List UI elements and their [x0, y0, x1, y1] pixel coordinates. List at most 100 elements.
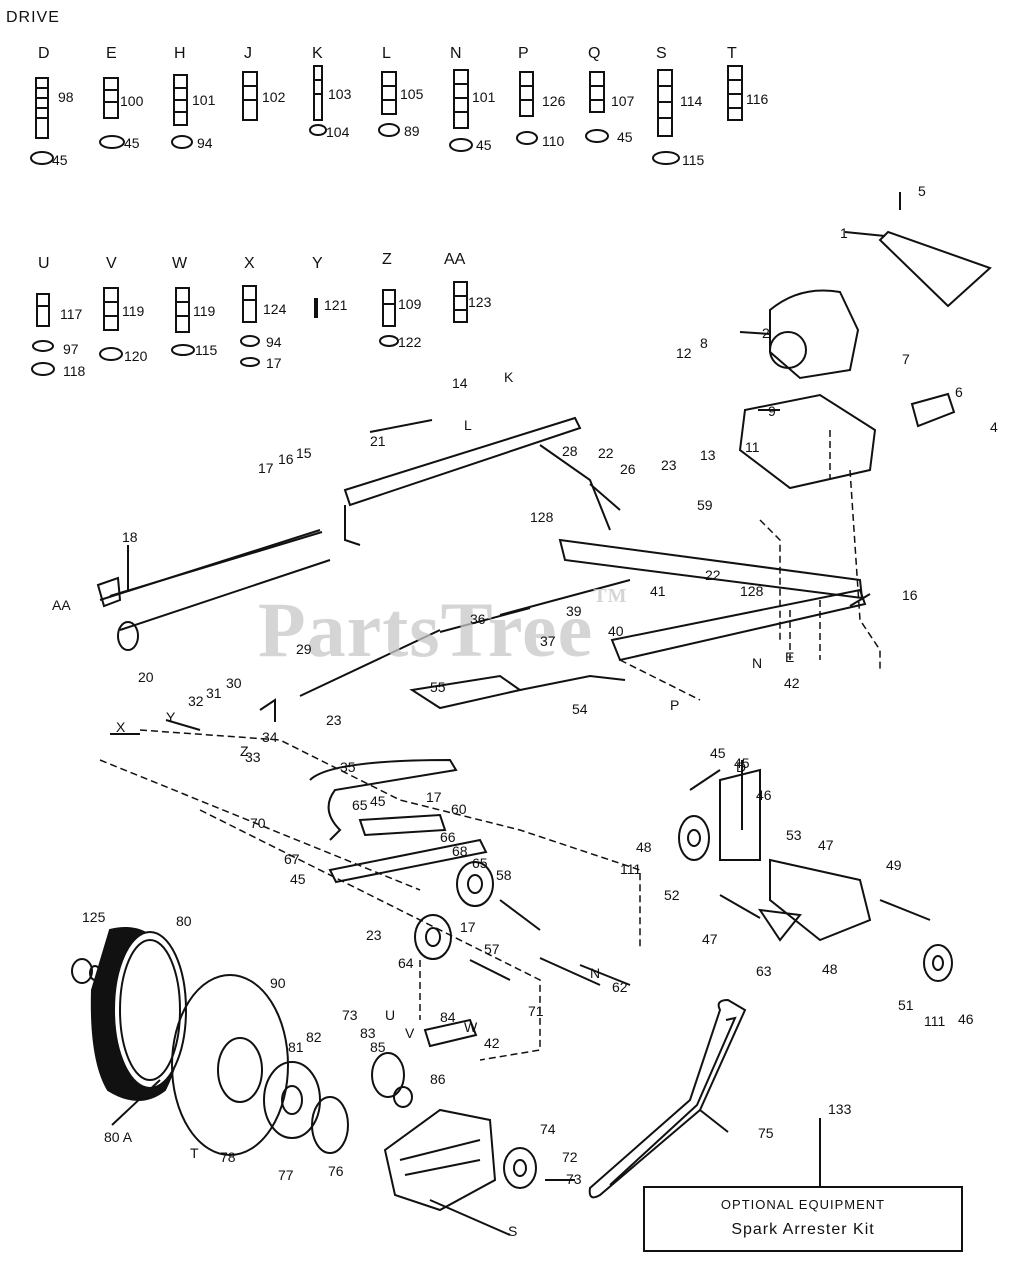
- hardware-key: K: [312, 45, 323, 62]
- callout: 68: [452, 843, 468, 859]
- callout: K: [504, 369, 514, 385]
- callout: 78: [220, 1149, 236, 1165]
- callout: 52: [664, 887, 680, 903]
- part-number: 115: [682, 152, 705, 168]
- callout: 39: [566, 603, 582, 619]
- bolt-icon: [99, 287, 123, 361]
- callout: 41: [650, 583, 666, 599]
- part-number: 45: [617, 129, 633, 145]
- callout: 21: [370, 433, 386, 449]
- part-number: 104: [326, 124, 350, 140]
- hardware-key: N: [450, 45, 462, 62]
- callout: 45: [710, 745, 726, 761]
- bolt-icon: [240, 285, 260, 367]
- hardware-key: Z: [382, 251, 392, 268]
- part-number: 114: [680, 93, 703, 109]
- callout: 1: [840, 225, 848, 241]
- bolt-icon: [727, 65, 743, 121]
- diagram-title: DRIVE: [6, 9, 60, 26]
- callout: 46: [958, 1011, 974, 1027]
- callout: 51: [898, 997, 914, 1013]
- callout: 5: [918, 183, 926, 199]
- callout: 8: [700, 335, 708, 351]
- rim-icon: [171, 974, 289, 1156]
- watermark: PartsTreeTM: [258, 585, 628, 673]
- part-number: 122: [398, 334, 422, 350]
- callout: 76: [328, 1163, 344, 1179]
- part-number: 126: [542, 93, 566, 109]
- part-number: 107: [611, 93, 635, 109]
- callout: 32: [188, 693, 204, 709]
- part-number: 17: [266, 355, 282, 371]
- bolt-icon: [453, 281, 468, 323]
- callout: 75: [758, 1125, 774, 1141]
- callout: W: [464, 1019, 478, 1035]
- part-number: 124: [263, 301, 287, 317]
- callout: 37: [540, 633, 556, 649]
- callout: 48: [822, 961, 838, 977]
- hardware-key: AA: [444, 251, 466, 268]
- callout: 15: [296, 445, 312, 461]
- hardware-key: U: [38, 255, 50, 272]
- callout: V: [405, 1025, 415, 1041]
- callout: 55: [430, 679, 446, 695]
- bolt-icon: [99, 77, 125, 149]
- callout: N: [590, 965, 601, 981]
- part-number: 123: [468, 294, 492, 310]
- part-number: 115: [195, 342, 218, 358]
- callout: 111: [620, 861, 642, 877]
- callout: 26: [620, 461, 636, 477]
- part-number: 119: [122, 303, 145, 319]
- bolt-icon: [30, 77, 54, 165]
- callout: 22: [598, 445, 614, 461]
- hardware-key: P: [518, 45, 529, 62]
- hardware-key: H: [174, 45, 186, 62]
- callout: 12: [676, 345, 692, 361]
- part-number: 101: [192, 92, 216, 108]
- callout: 35: [340, 759, 356, 775]
- callout: 64: [398, 955, 414, 971]
- callout: 81: [288, 1039, 304, 1055]
- part-number: 118: [63, 363, 86, 379]
- part-number: 45: [476, 137, 492, 153]
- callout: 90: [270, 975, 286, 991]
- hardware-key: L: [382, 45, 391, 62]
- callout: 128: [740, 583, 764, 599]
- part-number: 121: [324, 297, 348, 313]
- callout: 63: [756, 963, 772, 979]
- bolt-icon: [309, 65, 327, 136]
- part-number: 100: [120, 93, 144, 109]
- callout: 49: [886, 857, 902, 873]
- callout: 42: [484, 1035, 500, 1051]
- callout: AA: [52, 597, 71, 613]
- part-number: 45: [124, 135, 140, 151]
- tire-icon: [90, 927, 187, 1101]
- callout: 36: [470, 611, 486, 627]
- bolt-icon: [449, 69, 473, 152]
- callout: 33: [245, 749, 261, 765]
- callout: 47: [818, 837, 834, 853]
- callout: 40: [608, 623, 624, 639]
- callout: 72: [562, 1149, 578, 1165]
- part-number: 103: [328, 86, 352, 102]
- pulley-icon: [414, 914, 452, 960]
- part-number: 120: [124, 348, 148, 364]
- part-number: 94: [266, 334, 282, 350]
- callout: 31: [206, 685, 222, 701]
- callout: 65: [352, 797, 368, 813]
- callout: D: [736, 759, 747, 775]
- part-number: 97: [63, 341, 79, 357]
- hardware-key: S: [656, 45, 667, 62]
- part-number: 45: [52, 152, 68, 168]
- callout: 18: [122, 529, 138, 545]
- callout: 73: [342, 1007, 358, 1023]
- bolt-icon: [31, 293, 55, 376]
- callout: 17: [426, 789, 442, 805]
- hardware-key: J: [244, 45, 252, 62]
- callout: 6: [955, 384, 963, 400]
- callout: 34: [262, 729, 278, 745]
- part-number: 98: [58, 89, 74, 105]
- callout: 17: [258, 460, 274, 476]
